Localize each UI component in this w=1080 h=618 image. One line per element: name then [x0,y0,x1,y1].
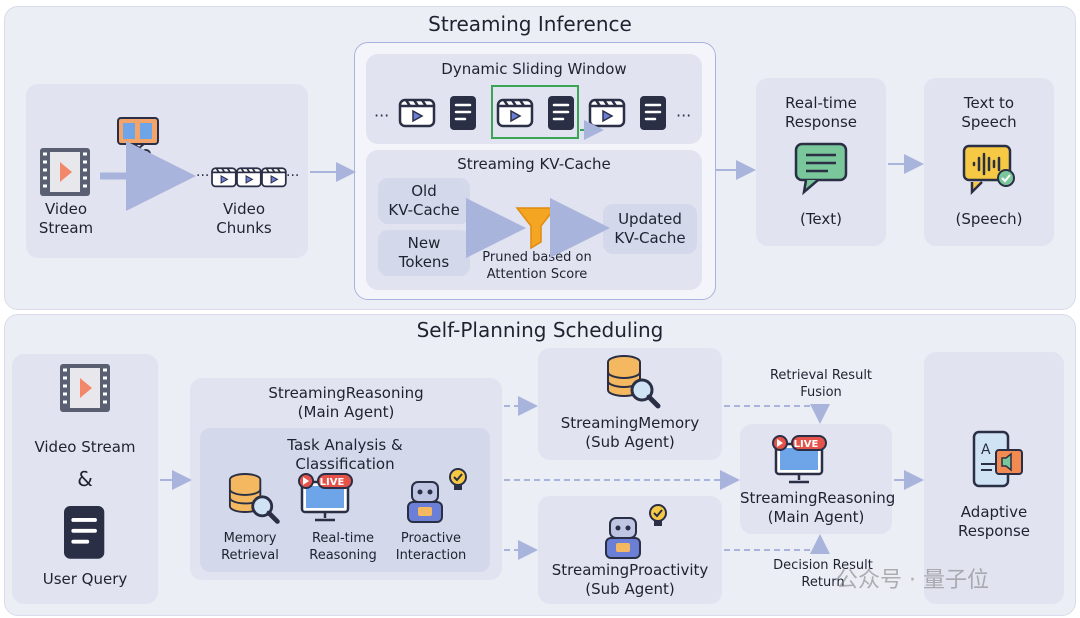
proactivity-agent-label: StreamingProactivity (Sub Agent) [551,561,709,598]
reasoning-agent-label: StreamingReasoning (Main Agent) [740,489,896,526]
adaptive-response-label: Adaptive Response [957,503,1031,540]
streaming-inference-title: Streaming Inference [428,12,632,36]
video-token-icon [398,98,436,128]
proactive-interaction-label: Proactive Interaction [395,531,467,563]
chat-bubble-icon [794,142,848,196]
task-analysis-title: Task Analysis & Classification [287,436,403,473]
text-to-speech-caption: (Speech) [955,210,1023,228]
lightbulb-icon [449,468,467,491]
new-tokens-label: New Tokens [398,234,450,271]
main-agent-title: StreamingReasoning (Main Agent) [268,384,424,421]
video-stream-label: Video Stream [38,200,94,237]
decision-return-label: Decision Result Return [773,558,873,590]
realtime-response-caption: (Text) [799,210,843,228]
user-query-icon [62,504,107,561]
video-chunks-label: Video Chunks [216,200,272,237]
watermark: 公众号 · 量子位 [836,568,989,593]
svg-text:···: ··· [374,106,389,125]
speech-icon [962,144,1015,196]
text-token-icon [448,94,478,132]
updated-kv-cache-label: Updated KV-Cache [614,210,686,247]
old-kv-cache-label: Old KV-Cache [388,182,460,219]
proactivity-lightbulb-icon [649,504,667,527]
video-stream-input-label: Video Stream [34,438,136,456]
scissors-icon [117,117,159,159]
new-tokens-box [378,230,470,276]
proactivity-to-reasoning-arrow [724,534,830,554]
realtime-reasoning-label: Real-time Reasoning [309,531,377,563]
memory-to-reasoning-arrow [724,404,830,424]
streaming-proactivity-icon [605,517,641,559]
updated-kv-cache-box [603,204,697,254]
old-kv-cache-box [378,178,470,224]
funnel-icon [515,207,557,250]
memory-agent-label: StreamingMemory (Sub Agent) [560,414,700,451]
video-token-icon [496,98,534,128]
adaptive-response-icon: A [972,430,1023,488]
proactive-robot-icon [407,481,443,523]
svg-text:···: ··· [196,168,209,184]
retrieval-fusion-label: Retrieval Result Fusion [769,368,873,400]
pruned-label: Pruned based on Attention Score [482,250,592,282]
memory-retrieval-label: Memory Retrieval [221,531,279,563]
video-chunks-icon: ··· ··· [196,167,299,188]
text-token-icon [638,94,668,132]
svg-text:A: A [981,442,991,458]
svg-text:···: ··· [676,106,691,125]
live-badge-text: LIVE [320,477,345,488]
streaming-memory-icon [608,356,658,406]
video-stream-input-icon [58,362,112,414]
svg-text:···: ··· [286,168,299,184]
kv-cache-title: Streaming KV-Cache [457,155,611,173]
sliding-window-title: Dynamic Sliding Window [441,60,627,78]
user-query-label: User Query [42,570,128,588]
text-to-speech-title: Text to Speech [961,94,1017,131]
window-highlight [491,85,579,139]
video-token-icon [588,98,626,128]
memory-retrieval-icon [230,474,278,522]
ampersand-label: & [77,467,93,491]
text-token-icon [546,94,576,132]
video-stream-icon [38,146,92,198]
live-badge-text-2: LIVE [794,439,819,450]
realtime-response-title: Real-time Response [784,94,858,131]
self-planning-title: Self-Planning Scheduling [416,318,664,342]
sliding-window-tokens: ··· ··· [374,94,691,132]
